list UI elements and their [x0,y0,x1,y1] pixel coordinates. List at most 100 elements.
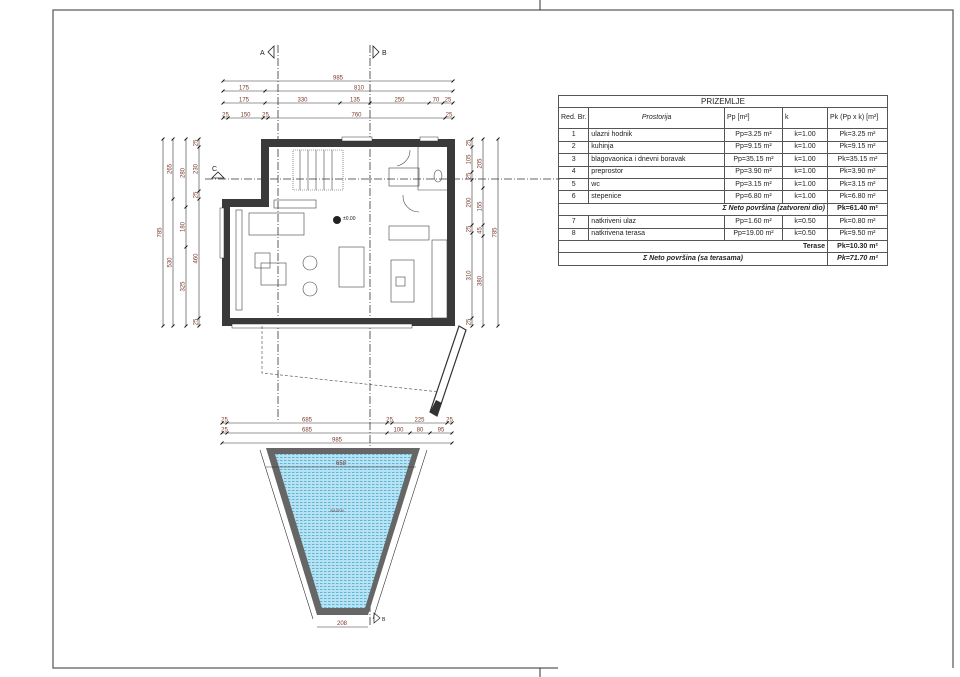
subtotal-terrace-row: Terase Pk=10.30 m² [558,239,888,254]
pool-dim-label: 80 [417,428,424,434]
dimension-tick [171,197,175,201]
glazed-canopy [429,325,467,417]
interior-fittings [235,147,448,319]
terrace-outline [261,326,441,393]
kitchen-counter [431,239,448,319]
left-dim-label: 230 [194,163,200,174]
dimension-tick [451,89,455,93]
dimension-tick [428,431,432,435]
section-marker-a: A [260,45,275,59]
dimension-tick [445,421,449,425]
section-label-b: B [382,617,386,623]
dimension-tick [496,137,500,141]
top-dim-label: 760 [351,113,362,119]
section-arrow-icon [267,45,275,59]
left-dim-label: 25 [194,191,200,198]
top-dim-label: 175 [239,86,250,92]
cell-pk: Pk=3.90 m² [827,165,888,179]
cell-room: ulazni hodnik [588,128,725,142]
cooktop [395,276,406,287]
subtotal-label: Σ Neto površina (zatvoreni dio) [558,202,828,217]
pool: BAZEN 658 208 B [259,448,428,628]
sheet-frame [52,0,954,677]
dimension-tick [226,116,230,120]
right-dim-label: 380 [478,275,484,286]
right-dim-label: 105 [467,154,473,165]
cell-pk: Pk=3.25 m² [827,128,888,142]
left-dim-label: 325 [181,281,187,292]
cell-no: 8 [557,227,590,241]
pool-width-top: 658 [336,461,347,467]
dimension-tick [221,79,225,83]
dimension-tick [470,324,474,328]
section-marker-b: B [372,45,387,59]
dimension-tick [197,197,201,201]
window [341,136,373,142]
cell-room: stepenice [588,190,725,204]
sofa [248,212,305,236]
dimension-tick [481,137,485,141]
top-dim-label: 810 [354,86,365,92]
cell-pk: Pk=0.80 m² [827,215,888,229]
section-label-c: C [212,166,217,173]
dimension-tick [263,89,267,93]
header-pp: Pp [m²] [724,107,783,130]
cell-room: wc [588,177,725,192]
dimension-tick [197,137,201,141]
building-walls [219,136,455,329]
pool-width-bottom: 208 [337,621,348,627]
left-dim-label: 25 [194,318,200,325]
cell-no: 5 [557,177,590,192]
top-dim-label: 250 [394,98,405,104]
section-arrow-icon [373,612,381,624]
dimension-tick [197,324,201,328]
right-dim-label: 200 [467,197,473,208]
cell-no: 2 [557,140,590,155]
terrace-label: Terase [558,239,828,254]
cell-pk: Pk=9.15 m² [827,140,888,155]
right-dim-label: 25 [467,318,473,325]
cell-pk: Pk=9.50 m² [827,227,888,241]
door-swing [402,194,420,213]
pool-dim-label: 25 [386,418,393,424]
dimension-tick [450,441,454,445]
cell-k: k=1.00 [782,153,828,167]
cell-pp: Pp=3.15 m² [724,177,783,192]
cell-pk: Pk=35.15 m² [827,153,888,167]
dimension-tick [427,101,431,105]
stairs [292,149,344,191]
top-dim-label: 150 [240,113,251,119]
dimension-tick [470,137,474,141]
cell-k: k=1.00 [782,165,828,179]
pool-dim-label: 25 [221,418,228,424]
top-dim-label: 985 [333,76,344,82]
dimension-tick [220,441,224,445]
right-dim-label: 25 [467,139,473,146]
dimension-tick [481,223,485,227]
kitchen-unit [388,225,430,241]
dimension-tick [161,137,165,141]
dimension-tick [221,101,225,105]
dimension-tick [450,421,454,425]
section-label-a: A [260,50,265,57]
pool-dim-label: 25 [446,418,453,424]
cell-k: k=0.50 [782,227,828,241]
left-dim-label: 265 [168,163,174,174]
dimension-tick [221,89,225,93]
dimension-tick [368,101,372,105]
top-dim-label: 25 [445,98,452,104]
pool-dim-label: 225 [414,418,425,424]
right-dim-label: 25 [467,225,473,232]
pool-dim-label: 25 [221,428,228,434]
svg-text:BAZEN: BAZEN [330,508,343,513]
left-dim-label: 460 [194,253,200,264]
glass-wall [231,323,413,329]
cell-no: 1 [557,128,590,142]
dimension-tick [171,324,175,328]
top-dim-label: 175 [239,98,250,104]
elevation-label: ±0.00 [343,216,356,222]
